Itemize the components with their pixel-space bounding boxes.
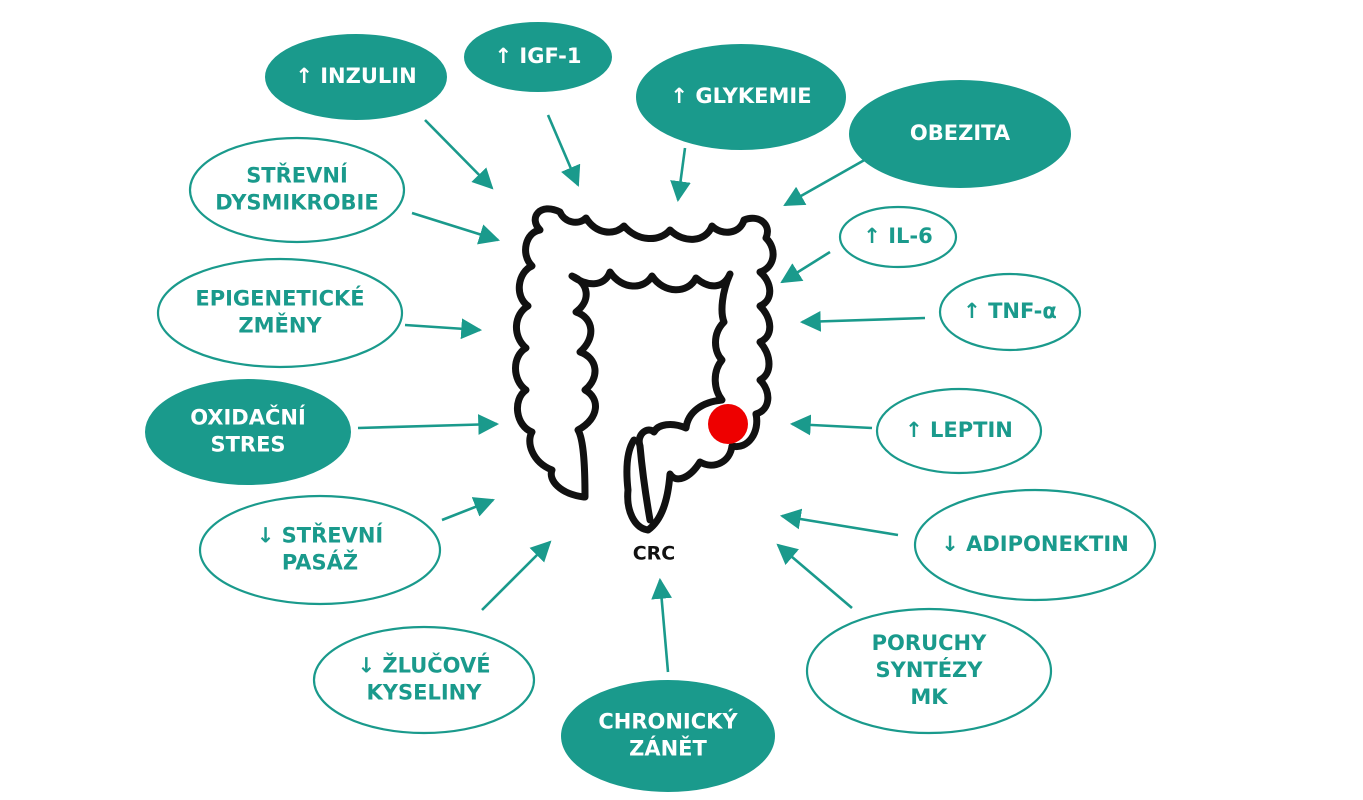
node-tnf: ↑ TNF-α (938, 272, 1082, 352)
node-igf1-line-1: ↑ IGF-1 (495, 44, 582, 68)
node-oxidacni-line-1: OXIDAČNÍ (190, 405, 306, 430)
node-oxidacni-label: OXIDAČNÍ STRES (190, 405, 306, 457)
node-zanet-shape (561, 680, 775, 792)
node-poruchy-line-1: PORUCHY (872, 631, 987, 655)
arrow-poruchy (776, 543, 853, 609)
node-zlucove-line-2: KYSELINY (367, 681, 483, 705)
node-zlucove: ↓ ŽLUČOVÉ KYSELINY (312, 625, 536, 735)
node-igf1-shape (464, 22, 612, 92)
node-leptin: ↑ LEPTIN (875, 387, 1043, 475)
node-obezita-shape (849, 80, 1071, 188)
node-adiponektin-label: ↓ ADIPONEKTIN (941, 532, 1129, 556)
arrow-zanet (651, 577, 672, 673)
node-poruchy-line-2: SYNTÉZY (875, 657, 983, 682)
node-dysmikrobie-line-1: STŘEVNÍ (246, 163, 348, 188)
node-inzulin-label: ↑ INZULIN (295, 64, 416, 88)
center-label-crc: CRC (633, 543, 676, 565)
node-pasaz-line-2: PASÁŽ (282, 550, 358, 575)
node-zlucove-shape (312, 625, 536, 735)
node-epigeneticke-shape (156, 257, 404, 369)
node-oxidacni: OXIDAČNÍ STRES (145, 379, 351, 485)
node-tnf-shape (938, 272, 1082, 352)
arrow-pasaz (441, 497, 495, 522)
arrows-group (357, 114, 926, 673)
node-epigeneticke-line-2: ZMĚNY (238, 313, 322, 338)
arrow-glykemie (670, 147, 691, 203)
node-dysmikrobie-shape (188, 136, 406, 244)
node-dysmikrobie-label: STŘEVNÍ DYSMIKROBIE (215, 163, 378, 215)
node-zanet-line-1: CHRONICKÝ (598, 709, 738, 734)
node-tnf-label: ↑ TNF-α (963, 299, 1057, 323)
node-il6-label: ↑ IL-6 (863, 224, 932, 248)
node-oxidacni-line-2: STRES (210, 433, 285, 457)
node-tnf-line-1: ↑ TNF-α (963, 299, 1057, 323)
node-poruchy-shape (805, 607, 1053, 735)
node-glykemie-shape (636, 44, 846, 150)
node-glykemie-label: ↑ GLYKEMIE (670, 84, 811, 108)
arrow-inzulin (424, 119, 494, 190)
node-poruchy-line-3: MK (910, 685, 948, 709)
node-epigeneticke-line-1: EPIGENETICKÉ (195, 286, 364, 311)
node-pasaz-shape (198, 494, 442, 606)
node-glykemie: ↑ GLYKEMIE (636, 44, 846, 150)
node-igf1: ↑ IGF-1 (464, 22, 612, 92)
node-il6-line-1: ↑ IL-6 (863, 224, 932, 248)
node-igf1-label: ↑ IGF-1 (495, 44, 582, 68)
colon-icon (512, 205, 777, 534)
node-adiponektin-shape (913, 488, 1157, 602)
node-leptin-label: ↑ LEPTIN (905, 418, 1013, 442)
arrow-leptin (789, 414, 873, 436)
node-zanet-line-2: ZÁNĚT (629, 736, 707, 761)
arrow-il6 (780, 250, 831, 284)
node-glykemie-line-1: ↑ GLYKEMIE (670, 84, 811, 108)
node-zlucove-line-1: ↓ ŽLUČOVÉ (357, 653, 490, 678)
node-pasaz-line-1: ↓ STŘEVNÍ (257, 523, 384, 548)
arrow-adiponektin (779, 508, 899, 537)
node-il6: ↑ IL-6 (838, 205, 958, 269)
node-inzulin: ↑ INZULIN (265, 34, 447, 120)
node-leptin-line-1: ↑ LEPTIN (905, 418, 1013, 442)
node-dysmikrobie: STŘEVNÍ DYSMIKROBIE (188, 136, 406, 244)
node-dysmikrobie-line-2: DYSMIKROBIE (215, 191, 378, 215)
node-obezita-line-1: OBEZITA (910, 121, 1011, 145)
arrow-obezita (783, 156, 869, 207)
node-il6-shape (838, 205, 958, 269)
node-inzulin-shape (265, 34, 447, 120)
arrow-zlucove (481, 540, 552, 611)
node-oxidacni-shape (145, 379, 351, 485)
arrow-epigeneticke (404, 318, 483, 340)
node-inzulin-line-1: ↑ INZULIN (295, 64, 416, 88)
tumor-dot-icon (708, 404, 748, 444)
node-adiponektin: ↓ ADIPONEKTIN (913, 488, 1157, 602)
node-zlucove-label: ↓ ŽLUČOVÉ KYSELINY (357, 653, 490, 705)
arrow-tnf (799, 310, 926, 332)
node-leptin-shape (875, 387, 1043, 475)
arrow-oxidacni (357, 414, 500, 435)
nodes-group: ↑ INZULIN ↑ IGF-1 ↑ GLYKEMIE OBEZITA STŘ… (145, 22, 1157, 792)
node-obezita: OBEZITA (849, 80, 1071, 188)
node-adiponektin-line-1: ↓ ADIPONEKTIN (941, 532, 1129, 556)
arrow-igf1 (546, 114, 581, 187)
node-obezita-label: OBEZITA (910, 121, 1011, 145)
arrow-dysmikrobie (411, 211, 500, 245)
